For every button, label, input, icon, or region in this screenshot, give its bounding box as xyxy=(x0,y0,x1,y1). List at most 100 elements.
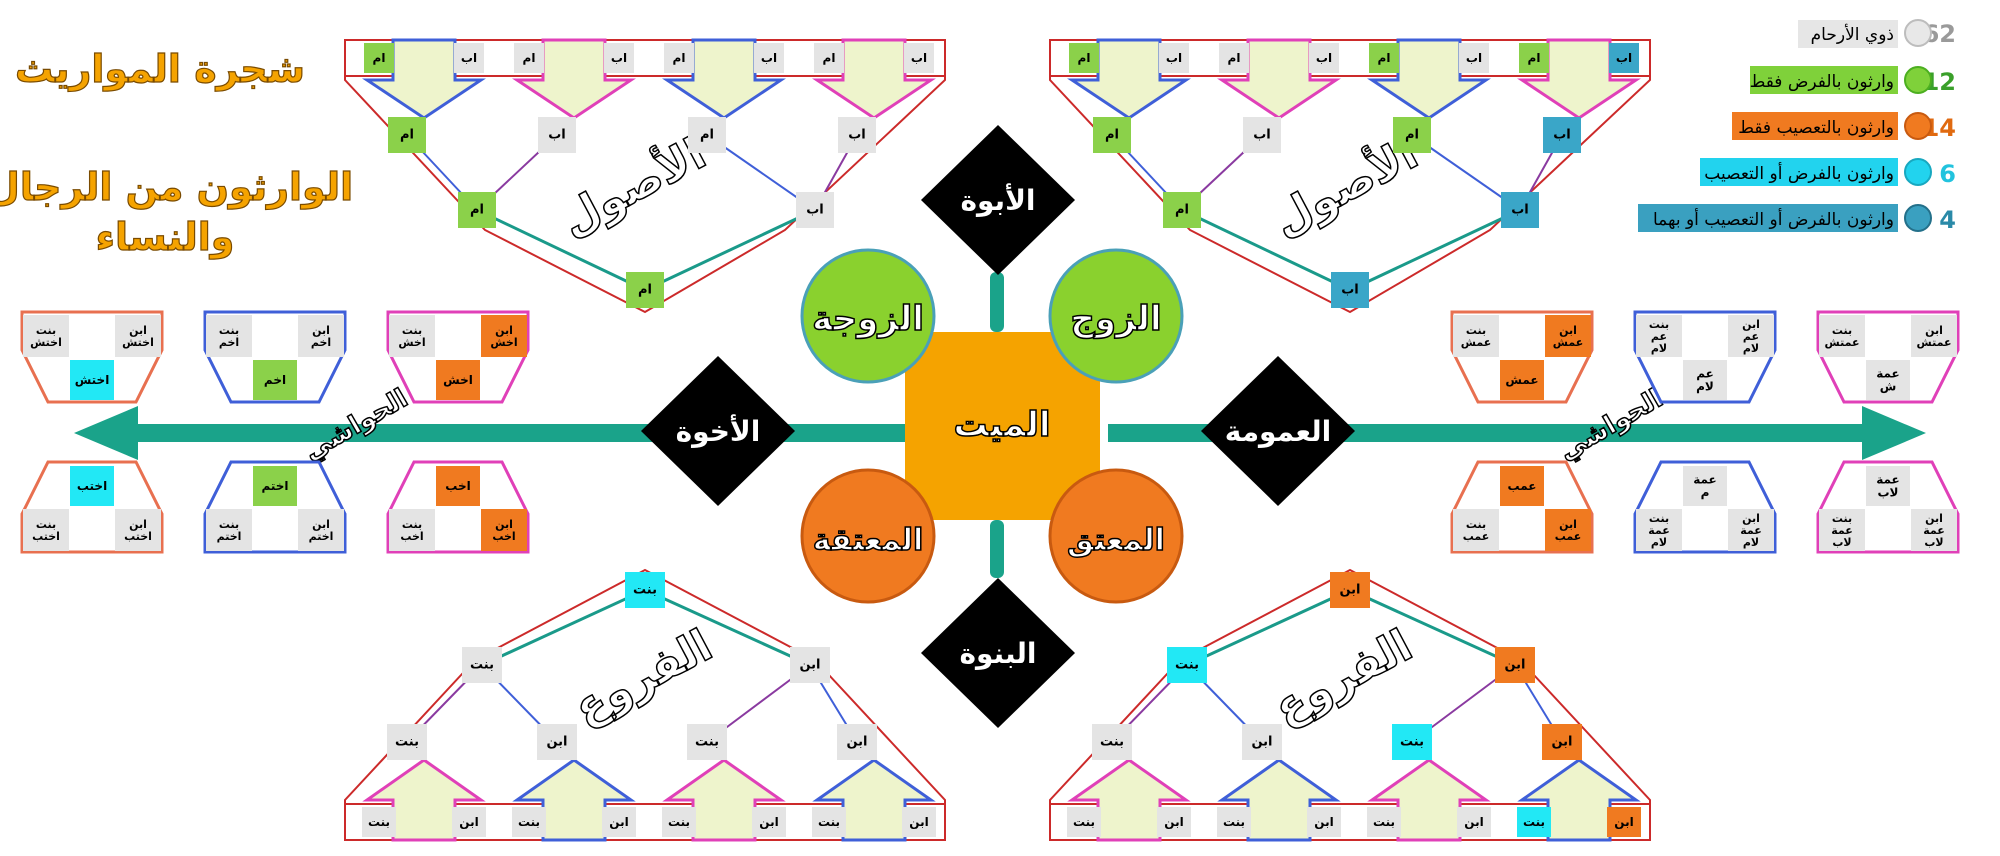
connector-top xyxy=(990,272,1004,332)
tile-top-box xyxy=(1519,43,1549,73)
tile-grandchild: ابن xyxy=(837,724,877,760)
tile-bottom: ابن xyxy=(452,807,486,837)
tile-bottom-text: ابن xyxy=(759,815,778,829)
tile-grandparent-box xyxy=(1093,117,1131,153)
tile-center-text: اختب xyxy=(77,479,107,493)
tile-corner-text-line: بنت xyxy=(1466,517,1486,530)
tile-corner-box xyxy=(1453,509,1499,551)
tile-bottom-text: ابن xyxy=(1614,815,1633,829)
tile-top-box xyxy=(664,43,694,73)
tile-mother-text: ام xyxy=(1175,203,1189,218)
tile-center-text: اخم xyxy=(264,373,286,387)
tile-bottom-text: بنت xyxy=(518,815,540,829)
tile-bottom-box xyxy=(1217,807,1251,837)
legend-label-bg xyxy=(1750,66,1898,94)
tile-top: ام xyxy=(1519,43,1549,73)
legend-label-bg xyxy=(1798,20,1898,48)
tile-bottom: ابن xyxy=(752,807,786,837)
tile-father: اب xyxy=(796,192,834,228)
tile-corner-box xyxy=(115,509,161,551)
tile-corner-text-line: بنت xyxy=(36,517,56,530)
tile-top: اب xyxy=(604,43,634,73)
tile-corner-text-line: اخش xyxy=(490,336,517,349)
tile-father: اب xyxy=(1501,192,1539,228)
tile-child-text: بنت xyxy=(1175,658,1199,673)
wife-label: الزوجة xyxy=(812,299,924,339)
tile-corner-text-line: ابن xyxy=(129,517,147,530)
freed-f-label: المعتقة xyxy=(813,523,924,558)
tile-center-text-line: عمة xyxy=(1876,366,1900,380)
edge xyxy=(1181,208,1351,292)
tile-top: ام xyxy=(1219,43,1249,73)
tile-bottom-text: بنت xyxy=(1373,815,1395,829)
legend-count: 6 xyxy=(1939,160,1956,188)
sonhood-diamond xyxy=(921,578,1075,728)
tile-bottom-text: ابن xyxy=(1314,815,1333,829)
tile-corner-box xyxy=(389,315,435,357)
tile-child: بنت xyxy=(462,647,502,683)
legend-label: ذوي الأرحام xyxy=(1811,24,1894,45)
tile-top-box xyxy=(604,43,634,73)
tile-corner-text-line: ابن xyxy=(1925,511,1943,524)
tile-grandparent: اب xyxy=(838,117,876,153)
tile-corner-text-line: عمتش xyxy=(1917,336,1952,349)
tile-mother-text: ام xyxy=(470,203,484,218)
tile-corner-text-line: لام xyxy=(1651,536,1667,549)
tile-child-text: ابن xyxy=(1504,658,1525,673)
tile-grandparent-box xyxy=(838,117,876,153)
tile-corner-text-line: بنت xyxy=(1832,511,1852,524)
edge xyxy=(644,588,811,667)
tile-child: ابن xyxy=(790,647,830,683)
tile-center: اخب xyxy=(436,466,480,506)
tile-top-text: اب xyxy=(461,51,477,65)
arrow-head-right xyxy=(1862,406,1926,460)
tile-corner-text-line: ابن xyxy=(495,517,513,530)
tile-corner-box xyxy=(1911,315,1957,357)
tile-bottom: بنت xyxy=(812,807,846,837)
legend-label-bg xyxy=(1732,112,1898,140)
tile-corner-text-line: بنت xyxy=(36,323,56,336)
tile-top: اب xyxy=(1609,43,1639,73)
tile-grandchild-box xyxy=(1542,724,1582,760)
tile-grandparent-text: اب xyxy=(548,128,566,143)
tile-father-text: اب xyxy=(1511,203,1529,218)
tile-center-box xyxy=(70,360,114,400)
tile-corner-text-line: ابن xyxy=(1559,323,1577,336)
tile-bottom-box xyxy=(1367,807,1401,837)
tile-corner-text-line: بنت xyxy=(1466,323,1486,336)
tile-grandparent: ام xyxy=(388,117,426,153)
tile-top: ام xyxy=(514,43,544,73)
tile-grandchild-box xyxy=(537,724,577,760)
tile-corner-box xyxy=(1728,509,1774,551)
legend-item-taseeb: 14 وارثون بالتعصيب فقط xyxy=(1732,112,1956,142)
tile-top-box xyxy=(1159,43,1189,73)
tile-grandchild-text: بنت xyxy=(395,735,419,750)
tile-corner-text-line: اختش xyxy=(30,336,62,349)
tile-father-text: اب xyxy=(806,203,824,218)
tile-center-text-line: عم xyxy=(1696,366,1714,380)
tile-corner-text-line: بنت xyxy=(402,517,422,530)
tile-bottom-box xyxy=(1457,807,1491,837)
tile-bottom: بنت xyxy=(1517,807,1551,837)
tile-center-text-line: لام xyxy=(1696,380,1714,395)
tile-top: ام xyxy=(1069,43,1099,73)
tile-grandchild-text: بنت xyxy=(1400,735,1424,750)
tile-top: ام xyxy=(664,43,694,73)
tile-top: اب xyxy=(1159,43,1189,73)
sonhood-label: البنوة xyxy=(959,637,1036,670)
tile-bottom-box xyxy=(812,807,846,837)
title-line-2: الوارثون من الرجال xyxy=(0,165,353,209)
